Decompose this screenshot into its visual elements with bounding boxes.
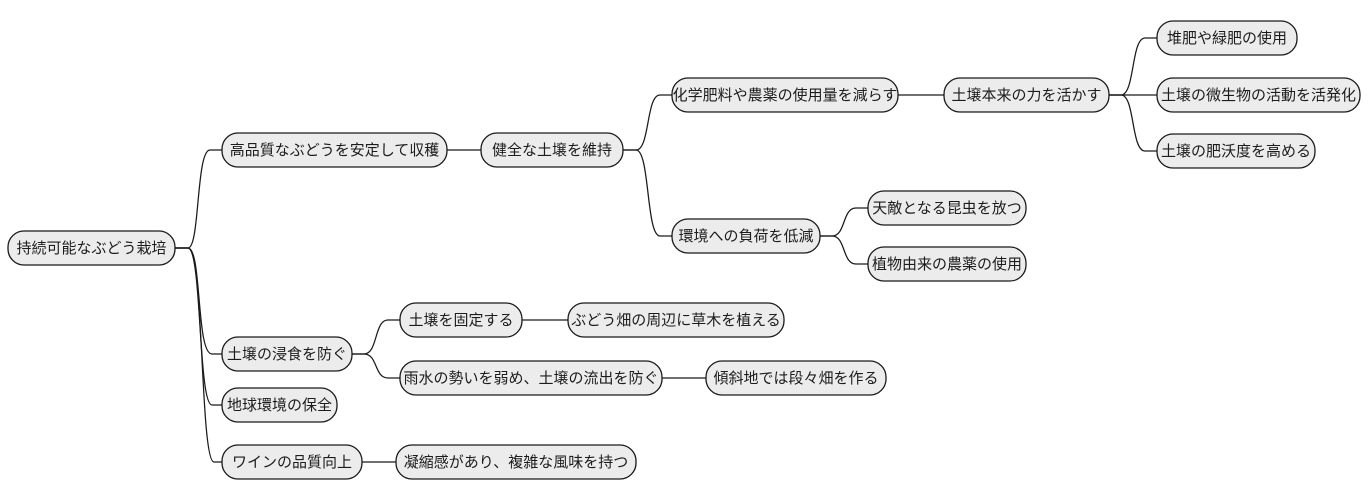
node-l3a1a[interactable]: 化学肥料や農薬の使用量を減らす	[671, 77, 899, 113]
node-l2b2-label: 雨水の勢いを弱め、土壌の流出を防ぐ	[403, 370, 658, 387]
node-l4a1a1-box[interactable]	[943, 77, 1110, 113]
node-l3b2a[interactable]: 傾斜地では段々畑を作る	[705, 360, 887, 396]
node-l3a1b[interactable]: 環境への負荷を低減	[671, 218, 821, 254]
node-l5a1-label: 堆肥や緑肥の使用	[1167, 30, 1287, 47]
node-l4a1a1[interactable]: 土壌本来の力を活かす	[943, 77, 1110, 113]
node-l1c-label: 地球環境の保全	[227, 396, 332, 414]
node-l2d1[interactable]: 凝縮感があり、複雑な風味を持つ	[395, 444, 637, 480]
node-l2b1-label: 土壌を固定する	[408, 312, 513, 329]
node-l3a1a-label: 化学肥料や農薬の使用量を減らす	[673, 87, 898, 104]
node-root-box[interactable]	[7, 230, 176, 266]
node-l4a1a1-label: 土壌本来の力を活かす	[951, 87, 1101, 104]
node-l5a2-label: 土壌の微生物の活動を活発化	[1161, 87, 1356, 104]
node-l1a[interactable]: 高品質なぶどうを安定して収穫	[221, 132, 448, 168]
node-root[interactable]: 持続可能なぶどう栽培	[7, 230, 176, 266]
node-l1d-box[interactable]	[221, 444, 363, 480]
node-l4a1b1-box[interactable]	[867, 190, 1027, 226]
node-l5a3[interactable]: 土壌の肥沃度を高める	[1156, 133, 1316, 169]
node-l3b2a-box[interactable]	[705, 360, 887, 396]
node-l1b-box[interactable]	[221, 336, 353, 372]
node-l5a1[interactable]: 堆肥や緑肥の使用	[1156, 20, 1298, 56]
node-l2b2-box[interactable]	[399, 360, 663, 396]
node-l5a2[interactable]: 土壌の微生物の活動を活発化	[1156, 77, 1361, 113]
node-l2a1-box[interactable]	[480, 132, 624, 168]
edge-l3a1b-to-l4a1b2	[820, 235, 868, 265]
node-l1c-box[interactable]	[221, 387, 338, 423]
node-l4a1b2-label: 植物由来の農薬の使用	[872, 256, 1022, 273]
node-l2d1-label: 凝縮感があり、複雑な風味を持つ	[404, 454, 628, 471]
edge-l2a1-to-l3a1a	[623, 94, 672, 151]
edge-layer	[175, 37, 1157, 463]
edge-l1b-to-l2b1	[352, 319, 400, 355]
edge-l2a1-to-l3a1b	[623, 149, 672, 237]
node-l2a1[interactable]: 健全な土壌を維持	[480, 132, 624, 168]
node-l2b1[interactable]: 土壌を固定する	[399, 302, 523, 338]
node-l5a1-box[interactable]	[1156, 20, 1298, 56]
node-l3b1a-box[interactable]	[567, 302, 785, 338]
node-root-label: 持続可能なぶどう栽培	[16, 240, 166, 257]
node-l3a1b-label: 環境への負荷を低減	[678, 227, 813, 245]
node-l2d1-box[interactable]	[395, 444, 637, 480]
edge-root-to-l1a	[175, 149, 222, 249]
node-l5a3-box[interactable]	[1156, 133, 1316, 169]
node-l1b[interactable]: 土壌の浸食を防ぐ	[221, 336, 353, 372]
node-layer: 持続可能なぶどう栽培 高品質なぶどうを安定して収穫 土壌の浸食を防ぐ 地球環境の…	[7, 20, 1361, 480]
node-l5a2-box[interactable]	[1156, 77, 1361, 113]
node-l4a1b2-box[interactable]	[867, 246, 1027, 282]
edge-root-to-l1d	[175, 247, 222, 463]
node-l3a1b-box[interactable]	[671, 218, 821, 254]
node-l3b1a-label: ぶどう畑の周辺に草木を植える	[571, 312, 781, 329]
node-l5a3-label: 土壌の肥沃度を高める	[1161, 143, 1311, 160]
node-l1d-label: ワインの品質向上	[232, 453, 352, 471]
node-l1c[interactable]: 地球環境の保全	[221, 387, 338, 423]
node-l4a1b2[interactable]: 植物由来の農薬の使用	[867, 246, 1027, 282]
node-l3b1a[interactable]: ぶどう畑の周辺に草木を植える	[567, 302, 785, 338]
node-l2b2[interactable]: 雨水の勢いを弱め、土壌の流出を防ぐ	[399, 360, 663, 396]
node-l1a-label: 高品質なぶどうを安定して収穫	[230, 141, 440, 159]
node-l2a1-label: 健全な土壌を維持	[492, 141, 612, 159]
node-l3a1a-box[interactable]	[671, 77, 899, 113]
node-l2b1-box[interactable]	[399, 302, 523, 338]
edge-l4a1a1-to-l5a3	[1109, 94, 1157, 152]
node-l4a1b1[interactable]: 天敵となる昆虫を放つ	[867, 190, 1027, 226]
edge-l1b-to-l2b2	[352, 353, 400, 379]
edge-l3a1b-to-l4a1b1	[820, 207, 868, 237]
node-l3b2a-label: 傾斜地では段々畑を作る	[713, 370, 878, 387]
node-l4a1b1-label: 天敵となる昆虫を放つ	[872, 200, 1022, 217]
node-l1d[interactable]: ワインの品質向上	[221, 444, 363, 480]
edge-root-to-l1c	[175, 247, 222, 406]
node-l1b-label: 土壌の浸食を防ぐ	[227, 346, 347, 363]
edge-l4a1a1-to-l5a1	[1109, 37, 1157, 96]
node-l1a-box[interactable]	[221, 132, 448, 168]
